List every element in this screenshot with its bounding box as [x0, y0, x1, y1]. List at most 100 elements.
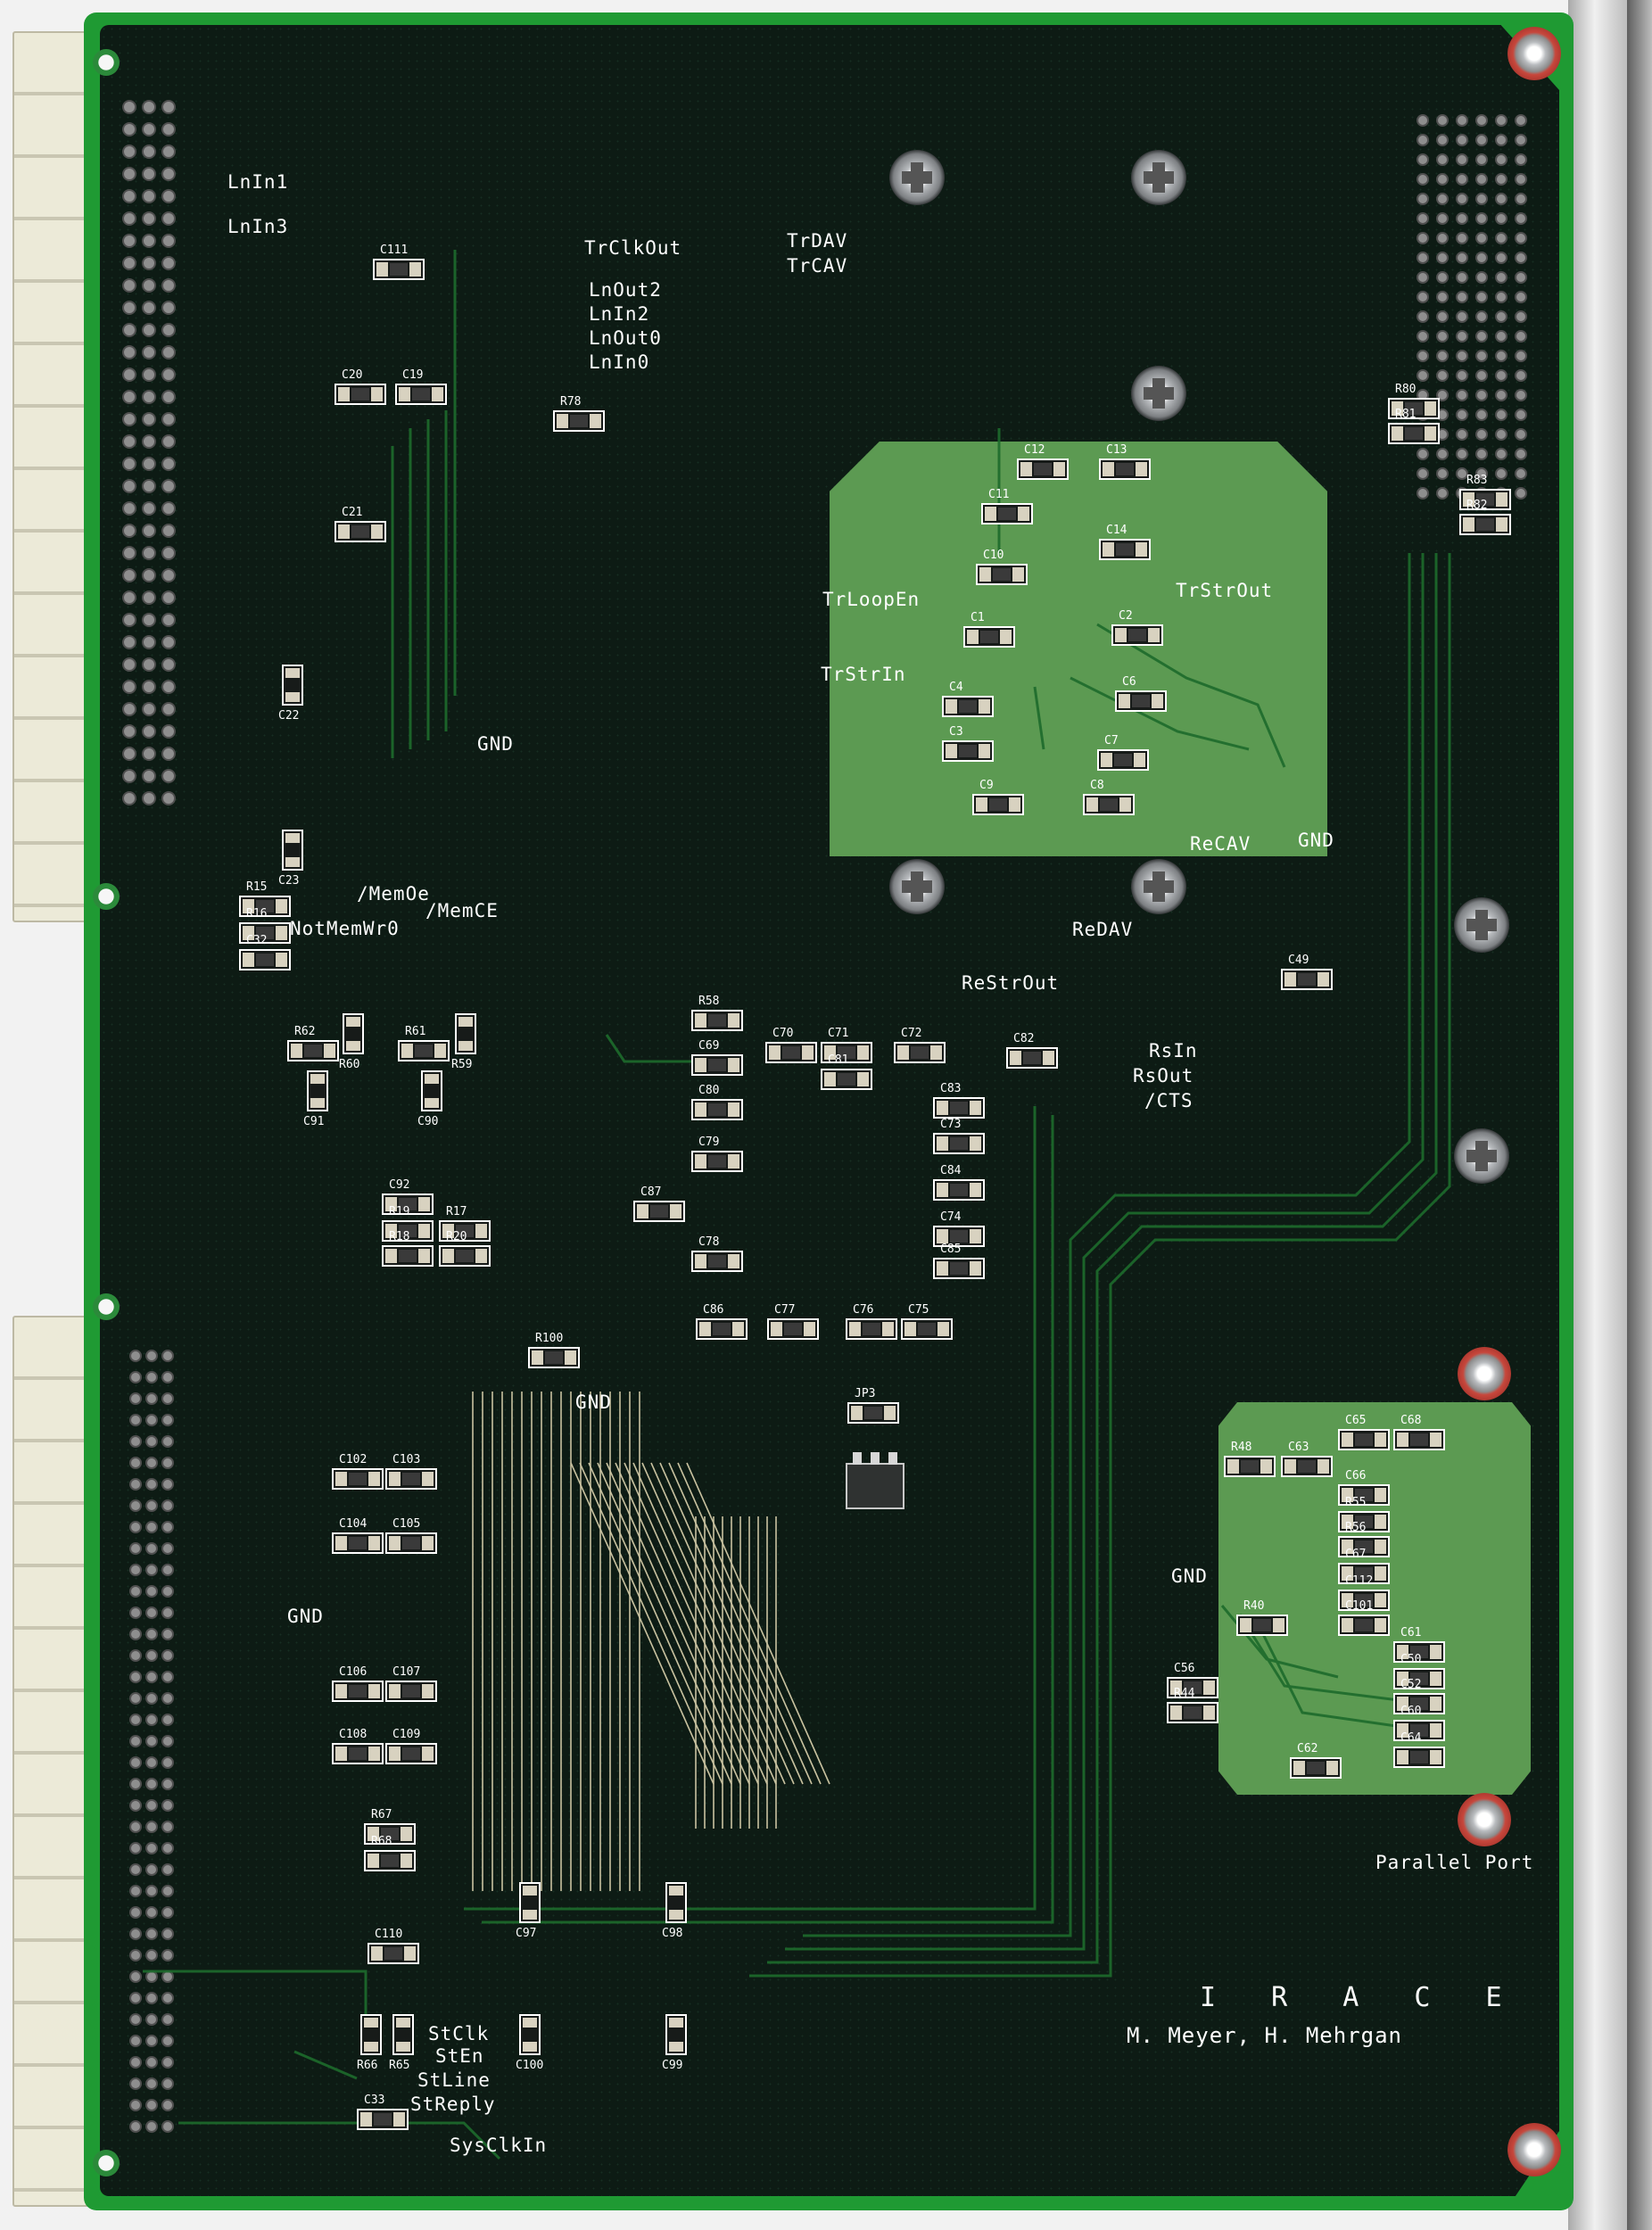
- refdes-r66: R66: [357, 2059, 378, 2072]
- mount-hole-3: [93, 1293, 120, 1320]
- component-r56: [1338, 1536, 1390, 1557]
- component-c97: [519, 1882, 541, 1923]
- refdes-r65: R65: [389, 2059, 410, 2072]
- refdes-c3: C3: [949, 725, 963, 739]
- refdes-r82: R82: [1466, 499, 1488, 512]
- refdes-r100: R100: [535, 1332, 564, 1345]
- signal-label-restrout: ReStrOut: [962, 972, 1060, 994]
- component-c14: [1099, 539, 1151, 560]
- corner-hole-mid-2: [1458, 1793, 1511, 1846]
- component-c11: [981, 503, 1033, 524]
- edge-connector-top: [12, 31, 95, 922]
- screw-4: [889, 859, 945, 914]
- signal-label-stclk: StClk: [428, 2023, 490, 2044]
- refdes-c66: C66: [1345, 1469, 1367, 1483]
- signal-label-rsin: RsIn: [1149, 1040, 1198, 1061]
- refdes-c63: C63: [1288, 1441, 1309, 1454]
- component-c86: [696, 1318, 748, 1340]
- component-c85: [933, 1258, 985, 1279]
- component-r66: [360, 2014, 382, 2055]
- refdes-c106: C106: [339, 1665, 368, 1679]
- signal-label-redav: ReDAV: [1072, 919, 1134, 940]
- refdes-c84: C84: [940, 1164, 962, 1177]
- component-c8: [1083, 794, 1135, 815]
- refdes-r67: R67: [371, 1808, 392, 1821]
- component-c22: [282, 665, 303, 706]
- component-c107: [385, 1681, 437, 1702]
- component-c67: [1338, 1563, 1390, 1584]
- ground-plane-zone-a: [830, 442, 1327, 856]
- signal-label-gnd5: GND: [1171, 1565, 1208, 1587]
- refdes-c100: C100: [516, 2059, 544, 2072]
- chip-x1: [846, 1452, 904, 1509]
- component-c65: [1338, 1429, 1390, 1450]
- refdes-c112: C112: [1345, 1574, 1374, 1588]
- component-r44: [1167, 1702, 1218, 1723]
- signal-label-memce: /MemCE: [425, 900, 499, 921]
- component-r78: [553, 410, 605, 432]
- refdes-r58: R58: [698, 995, 720, 1008]
- refdes-c69: C69: [698, 1039, 720, 1053]
- refdes-c20: C20: [342, 368, 363, 382]
- refdes-c86: C86: [703, 1303, 724, 1317]
- refdes-c52: C52: [1400, 1678, 1422, 1691]
- refdes-c65: C65: [1345, 1414, 1367, 1427]
- component-c104: [332, 1532, 384, 1554]
- component-c68: [1393, 1429, 1445, 1450]
- component-c9: [972, 794, 1024, 815]
- refdes-c99: C99: [662, 2059, 683, 2072]
- signal-label-notmemwr0: NotMemWr0: [290, 918, 400, 939]
- signal-label-memoe: /MemOe: [357, 883, 430, 904]
- refdes-c111: C111: [380, 244, 409, 257]
- component-r20: [439, 1245, 491, 1267]
- refdes-c101: C101: [1345, 1599, 1374, 1613]
- screw-1: [889, 150, 945, 205]
- component-r68: [364, 1850, 416, 1871]
- refdes-c64: C64: [1400, 1731, 1422, 1745]
- refdes-c1: C1: [971, 611, 985, 624]
- refdes-c2: C2: [1119, 609, 1133, 623]
- refdes-c70: C70: [772, 1027, 794, 1040]
- component-c98: [665, 1882, 687, 1923]
- refdes-c105: C105: [392, 1517, 421, 1531]
- component-c56: [1167, 1677, 1218, 1698]
- component-c19: [395, 384, 447, 405]
- refdes-r80: R80: [1395, 383, 1417, 396]
- component-c80: [691, 1099, 743, 1120]
- component-c2: [1111, 624, 1163, 646]
- component-c6: [1115, 690, 1167, 712]
- component-c62: [1290, 1757, 1342, 1779]
- refdes-jp3: JP3: [855, 1387, 876, 1400]
- component-r83: [1459, 489, 1511, 510]
- component-r58: [691, 1010, 743, 1031]
- component-c91: [307, 1070, 328, 1111]
- card-rail: [1568, 0, 1627, 2230]
- component-c78: [691, 1251, 743, 1272]
- component-c60: [1393, 1720, 1445, 1741]
- signal-label-gnd3: GND: [575, 1392, 612, 1413]
- screw-2: [1131, 150, 1186, 205]
- component-c83: [933, 1097, 985, 1119]
- component-c23: [282, 830, 303, 871]
- component-r18: [382, 1245, 434, 1267]
- signal-label-cts: /CTS: [1144, 1090, 1194, 1111]
- mount-hole-4: [93, 2150, 120, 2176]
- component-c106: [332, 1681, 384, 1702]
- component-r61: [398, 1040, 450, 1061]
- refdes-c61: C61: [1400, 1626, 1422, 1639]
- mount-hole-2: [93, 883, 120, 910]
- screw-3: [1131, 366, 1186, 421]
- refdes-r18: R18: [389, 1230, 410, 1243]
- component-r81: [1388, 423, 1440, 444]
- board-authors: M. Meyer, H. Mehrgan: [1127, 2023, 1402, 2048]
- refdes-c81: C81: [828, 1053, 849, 1067]
- refdes-c6: C6: [1122, 675, 1136, 689]
- component-r40: [1236, 1615, 1288, 1636]
- component-c100: [519, 2014, 541, 2055]
- refdes-c10: C10: [983, 549, 1004, 562]
- component-c105: [385, 1532, 437, 1554]
- component-r59: [455, 1013, 476, 1054]
- refdes-c14: C14: [1106, 524, 1127, 537]
- signal-label-sysclkin: SysClkIn: [450, 2135, 548, 2156]
- refdes-c83: C83: [940, 1082, 962, 1095]
